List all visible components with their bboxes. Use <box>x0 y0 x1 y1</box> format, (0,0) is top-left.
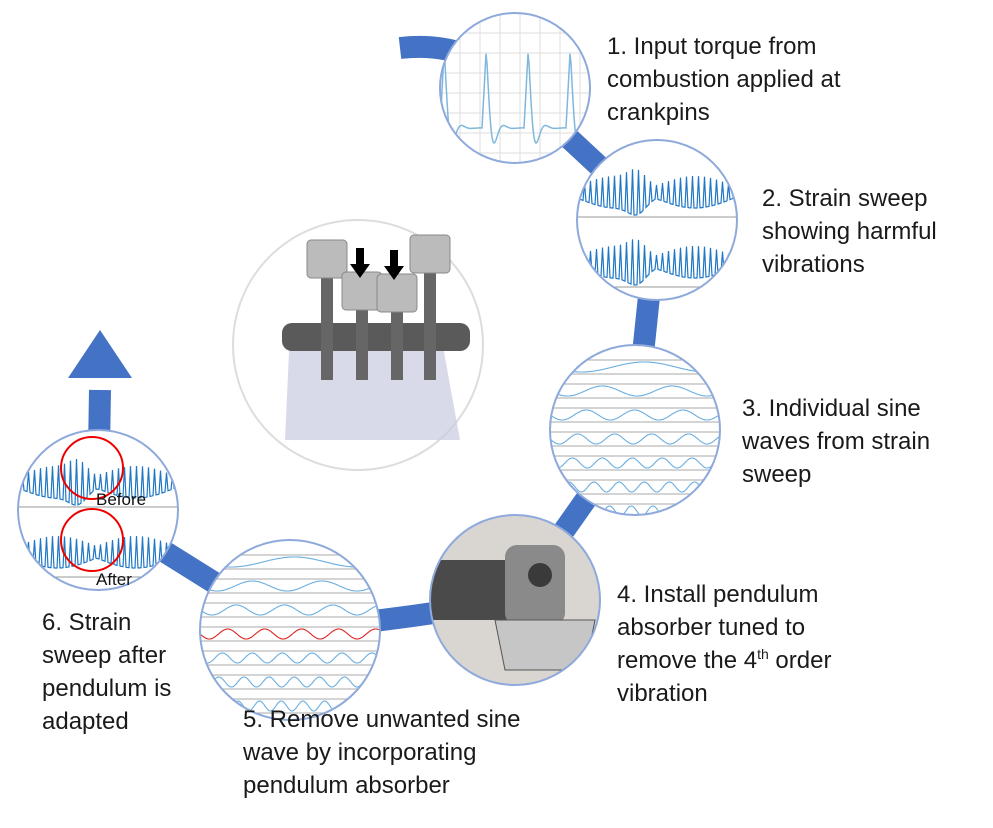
subplot-frame <box>200 602 380 618</box>
line: vibration <box>617 680 708 707</box>
line: crankpins <box>607 99 710 126</box>
sine-wave <box>200 604 380 616</box>
piston <box>341 271 383 311</box>
force-arrow-icon <box>350 264 370 278</box>
pin-hole <box>528 563 552 587</box>
line: combustion applied at <box>607 66 841 93</box>
after-label: After <box>96 570 132 589</box>
sine-wave <box>550 457 720 469</box>
sine-wave <box>550 433 720 445</box>
line: 6. Strain <box>42 609 132 636</box>
line: 1. Input torque from <box>607 33 817 60</box>
subplot-frame <box>200 674 380 690</box>
subplot-frame <box>550 455 720 471</box>
subplot-frame <box>200 554 380 570</box>
step-5-image <box>200 540 380 720</box>
text: order <box>768 647 832 674</box>
piston <box>409 234 451 274</box>
subplot-frame <box>200 626 380 642</box>
highlight-circle-before <box>60 436 124 500</box>
line: waves from strain <box>742 428 931 455</box>
subplot-frame <box>200 698 380 714</box>
strain-sweep <box>18 458 178 506</box>
line: 2. Strain sweep <box>762 185 928 212</box>
connecting-rod <box>424 273 436 380</box>
subplot-frame <box>550 503 720 515</box>
background <box>200 540 380 720</box>
step-1-label: 1. Input torque from combustion applied … <box>607 30 840 129</box>
connecting-rod <box>391 312 403 380</box>
line: pendulum absorber <box>243 772 450 799</box>
arrow-head-icon <box>68 330 132 378</box>
highlight-circle-after <box>60 508 124 572</box>
step-2-circle <box>576 139 738 301</box>
line: showing harmful <box>762 218 937 245</box>
sine-wave <box>550 361 720 373</box>
step-1-circle <box>439 12 591 164</box>
subplot-frame <box>550 407 720 423</box>
step-4-image <box>430 515 600 685</box>
step-5-label: 5. Remove unwanted sine wave by incorpor… <box>243 703 521 802</box>
sine-wave <box>200 676 380 688</box>
superscript: th <box>757 646 769 662</box>
torque-curve <box>440 53 590 145</box>
line: sweep <box>742 461 812 488</box>
line: 5. Remove unwanted sine <box>243 706 521 733</box>
pendulum-absorber <box>494 619 596 671</box>
subplot-frame <box>550 359 720 375</box>
line: remove the 4th order <box>617 644 831 677</box>
subplot-frame <box>200 650 380 666</box>
engine-illustration <box>232 219 484 471</box>
step-3-label: 3. Individual sine waves from strain swe… <box>742 392 930 491</box>
piston <box>376 273 418 313</box>
line: pendulum is <box>42 675 172 702</box>
line: 4. Install pendulum <box>617 581 819 608</box>
connecting-rod <box>321 278 333 380</box>
background <box>550 345 720 515</box>
line: 3. Individual sine <box>742 395 921 422</box>
sine-wave <box>200 556 380 568</box>
subplot-frame <box>200 578 380 594</box>
strain-sweep <box>18 535 178 569</box>
subplot-frame <box>550 431 720 447</box>
connecting-rod <box>356 310 368 380</box>
line: wave by incorporating <box>243 739 477 766</box>
piston <box>306 239 348 279</box>
sine-wave <box>550 385 720 397</box>
strain-sweep <box>577 239 737 286</box>
sine-wave <box>200 580 380 592</box>
step-6-circle <box>17 429 179 591</box>
line: vibrations <box>762 251 865 278</box>
subplot-frame <box>550 479 720 495</box>
strain-sweep <box>577 169 737 216</box>
crankshaft <box>282 323 470 351</box>
step-3-image <box>550 345 720 515</box>
subplot-frame <box>550 383 720 399</box>
step-5-circle <box>199 539 381 721</box>
before-label: Before <box>96 490 147 509</box>
force-arrow-icon <box>384 266 404 280</box>
step-2-image <box>577 140 737 300</box>
force-arrow-shaft <box>356 248 364 266</box>
background <box>440 13 590 163</box>
sine-wave <box>550 481 720 493</box>
sine-wave <box>550 409 720 421</box>
step-2-label: 2. Strain sweep showing harmful vibratio… <box>762 182 937 281</box>
text: remove the 4 <box>617 647 758 674</box>
sine-wave <box>200 652 380 664</box>
force-arrow-shaft <box>390 250 398 268</box>
line: absorber tuned to <box>617 614 806 641</box>
step-4-label: 4. Install pendulum absorber tuned to re… <box>617 578 831 710</box>
step-3-circle <box>549 344 721 516</box>
step-6-label: 6. Strain sweep after pendulum is adapte… <box>42 606 171 738</box>
sine-wave <box>200 628 380 640</box>
line: sweep after <box>42 642 167 669</box>
line: adapted <box>42 708 129 735</box>
step-4-circle <box>429 514 601 686</box>
